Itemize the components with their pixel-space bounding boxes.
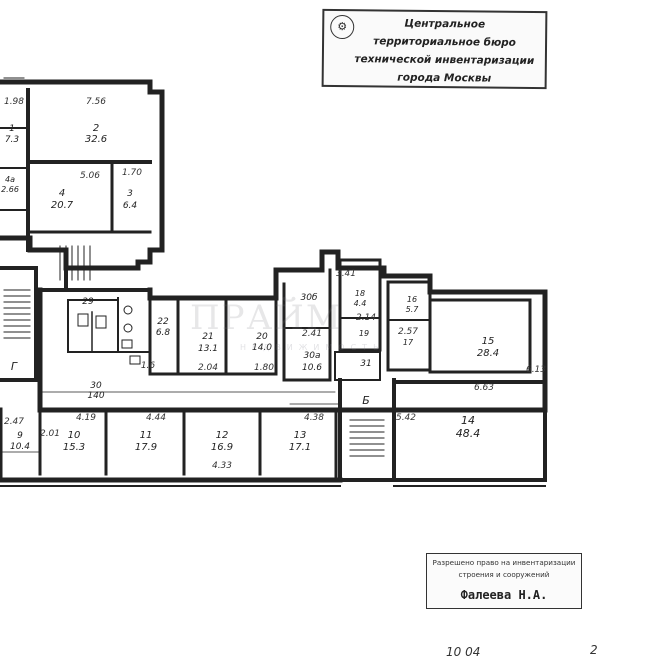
bti-stamp: ⚙ Центральное территориальное бюро техни… [321, 8, 548, 90]
wall [428, 298, 532, 374]
room-number: 21 [202, 332, 213, 342]
room-number: 13 [294, 430, 307, 441]
dimension: 2.57 [398, 327, 418, 337]
wall [64, 266, 152, 292]
stamp-line: технической инвентаризации [354, 53, 535, 68]
room-number: 29 [82, 297, 94, 307]
wall [338, 258, 382, 352]
dimension-labels: 7.56 5.06 1.70 1.98 2.04 1.80 2.41 2.14 … [4, 97, 546, 471]
room-number: 17 [403, 338, 414, 347]
dimension: 2.04 [198, 363, 218, 373]
dimension: 2.47 [4, 417, 24, 427]
room-number: 1 [9, 124, 15, 134]
room-area: 10.4 [10, 442, 30, 452]
stamp-name: Фалеева Н.А. [460, 588, 548, 602]
room-area: 10.6 [302, 363, 322, 373]
page-number: 2 [590, 643, 598, 657]
room-number: 12 [216, 430, 229, 441]
wall [386, 280, 432, 372]
room-area: 17.1 [289, 442, 311, 453]
wall [0, 407, 343, 483]
room-number: 9 [17, 431, 23, 441]
dimension: 4.19 [76, 413, 96, 423]
room-number: 22 [157, 317, 169, 327]
room-number: 20 [256, 332, 268, 342]
room-area: 6.4 [123, 201, 138, 211]
room-labels: 2 32.6 1 7.3 4 20.7 3 6.4 4а 2.66 29 22 … [1, 123, 499, 453]
wall [282, 282, 332, 382]
watermark-subtitle: НЕДВИЖИМОСТЬ [240, 343, 385, 352]
dimension: 2.01 [40, 429, 60, 439]
stamp-line: города Москвы [397, 71, 492, 85]
room-number: 11 [140, 430, 153, 441]
dimension: 4.33 [212, 461, 232, 471]
room-area: 15.3 [63, 442, 85, 453]
dimension: 1.80 [254, 363, 274, 373]
room-number: 19 [359, 329, 369, 338]
signature-stamp: Разрешено право на инвентаризации строен… [426, 553, 582, 609]
room-area: 32.6 [85, 134, 107, 145]
dimension: 6.63 [474, 383, 494, 393]
room-area: 16.9 [211, 442, 233, 453]
room-number: 14 [461, 414, 475, 427]
dimension: 4.38 [304, 413, 324, 423]
dimension: 1.70 [122, 168, 142, 178]
room-number: 30б [300, 293, 317, 303]
room-number: 16 [407, 295, 417, 304]
wall [37, 287, 548, 413]
dimension: 2.41 [302, 329, 322, 339]
room-area: 2.66 [1, 185, 19, 194]
room-area: 20.7 [51, 200, 74, 211]
room-number: 4 [59, 188, 65, 199]
footer-date: 10 04 [446, 645, 481, 659]
wall [392, 380, 547, 482]
dimension: 4.44 [146, 413, 166, 423]
stamp-line: Разрешено право на инвентаризации [432, 558, 576, 567]
stamp-line: строения и сооружений [458, 570, 550, 579]
room-area: 17.9 [135, 442, 157, 453]
room-number: 15 [482, 336, 495, 347]
dimension: 3.41 [336, 269, 356, 279]
room-area: 4.4 [354, 299, 367, 308]
wall [117, 297, 151, 353]
room-number: 4а [5, 175, 15, 184]
dimension: 2.14 [356, 313, 376, 323]
stamp-line: территориальное бюро [373, 35, 516, 49]
room-number: 10 [68, 430, 81, 441]
watermark-logo: ПРАЙМ [190, 298, 343, 338]
room-area: 13.1 [198, 344, 218, 354]
dimension: 6.13 [526, 365, 546, 375]
wall [0, 266, 38, 382]
room-area: 28.4 [477, 348, 499, 359]
room-number: 2 [93, 123, 99, 134]
room-area: 5.7 [406, 305, 420, 314]
dimension: 7.56 [86, 97, 106, 107]
room-area: 7.3 [5, 135, 20, 145]
wall [334, 351, 381, 381]
wall [338, 378, 396, 482]
wall [0, 79, 165, 271]
wall [148, 296, 278, 376]
stair-hatch [3, 77, 385, 457]
wall [67, 299, 119, 353]
stair-label: Б [362, 394, 370, 407]
stamp-line: Центральное [404, 17, 486, 31]
room-area: 6.8 [156, 328, 171, 338]
room-number: 30а [304, 351, 321, 361]
bathroom-fixtures [77, 305, 141, 365]
stair-label: Г [11, 360, 18, 373]
dimension: 1.98 [4, 97, 24, 107]
room-number: 31 [360, 359, 371, 369]
room-number: 30 [90, 381, 102, 391]
room-number: 3 [127, 189, 133, 199]
room-area: 140 [87, 391, 104, 401]
room-area: 48.4 [456, 427, 481, 440]
dimension: 5.06 [80, 171, 100, 181]
dimension: 1.6 [141, 361, 156, 371]
dimension: 5.42 [396, 413, 416, 423]
room-number: 18 [355, 289, 365, 298]
room-area: 14.0 [252, 343, 272, 353]
